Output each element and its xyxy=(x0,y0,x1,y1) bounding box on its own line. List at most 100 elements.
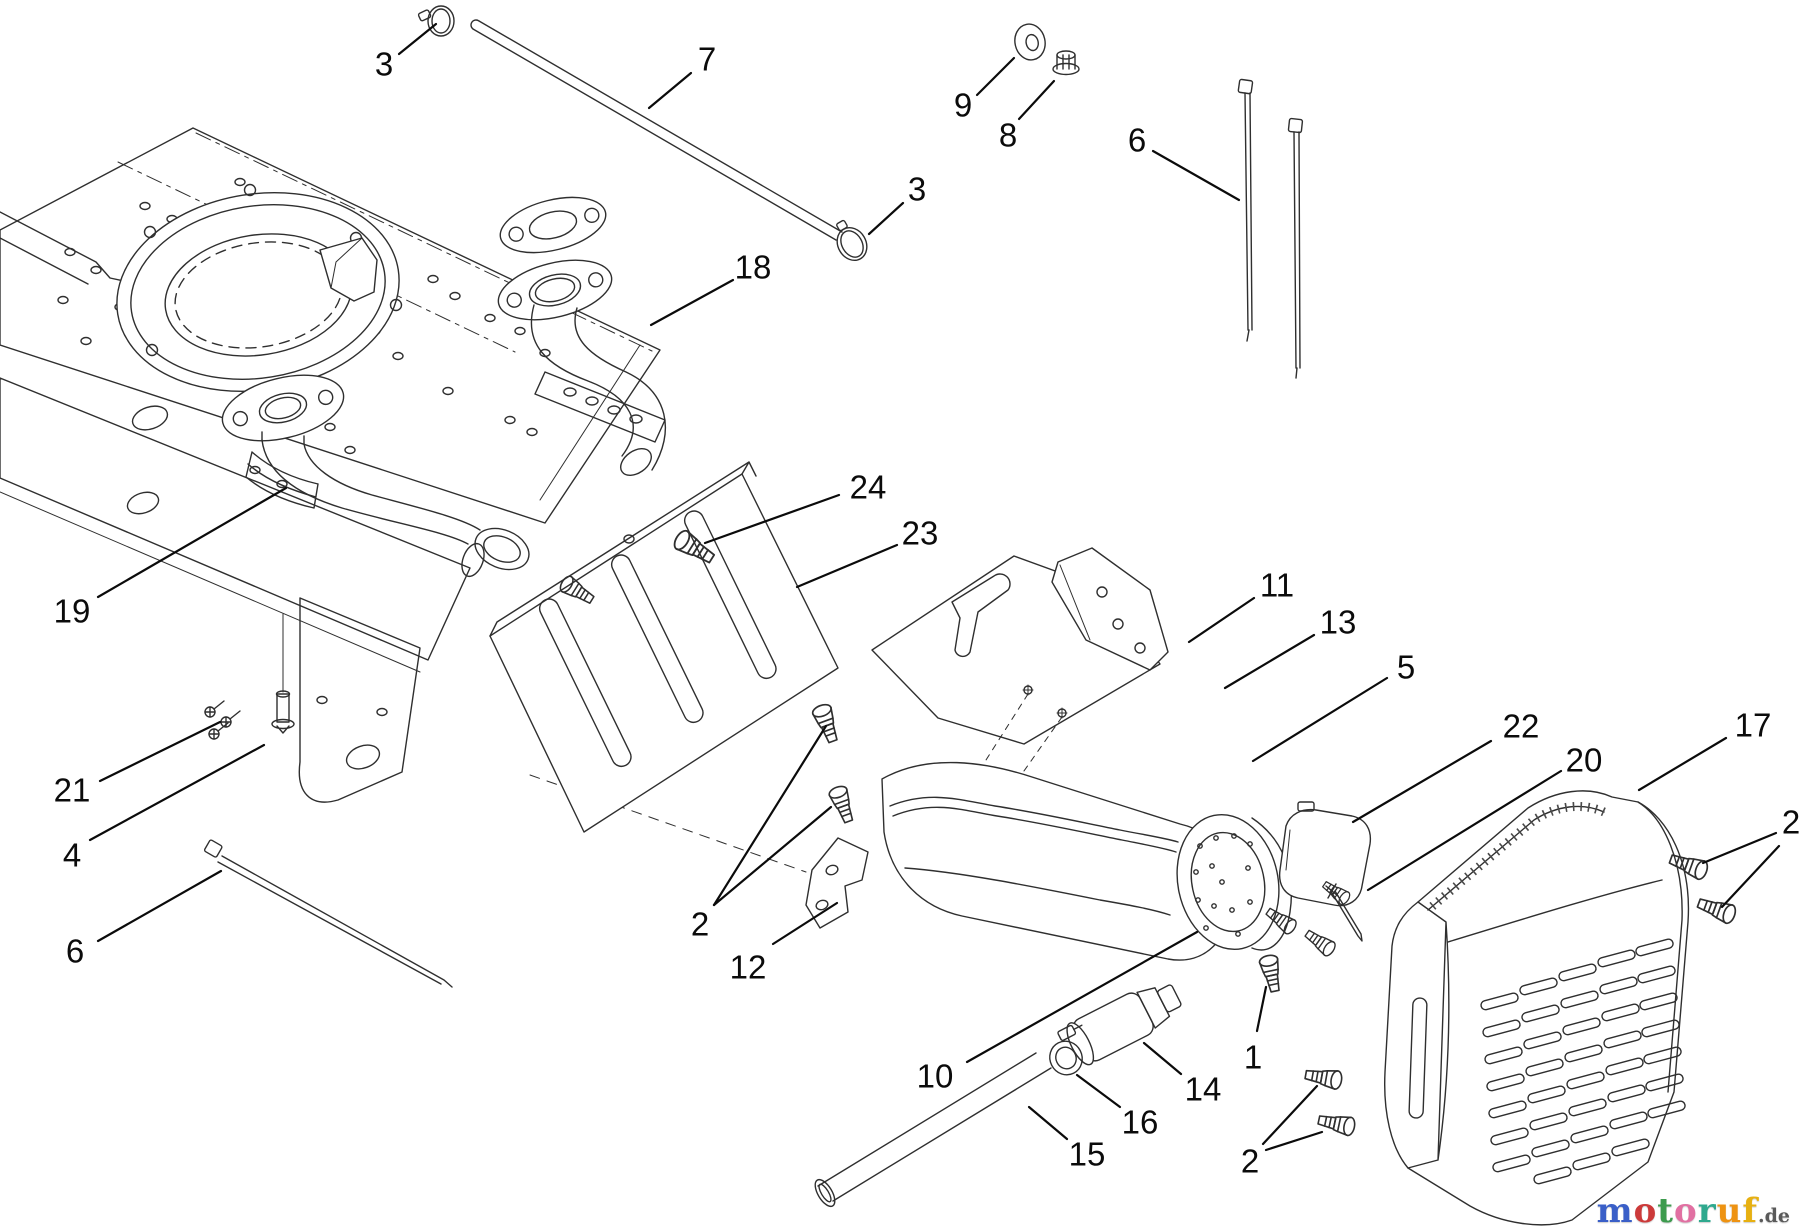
leader-line-1 xyxy=(1255,985,1268,1033)
part-label-3: 3 xyxy=(908,171,926,208)
leader-line-11 xyxy=(1187,596,1256,644)
shoulder-bolt-4 xyxy=(271,613,295,734)
clip-nuts-21 xyxy=(204,700,241,740)
part-label-13: 13 xyxy=(1320,604,1357,641)
muffler-bracket-11 xyxy=(1051,547,1169,671)
part-label-4: 4 xyxy=(63,837,81,874)
leader-line-18 xyxy=(649,278,735,327)
part-label-19: 19 xyxy=(54,593,91,630)
bolt-1 xyxy=(1257,952,1285,994)
part-label-15: 15 xyxy=(1069,1136,1106,1173)
fuel-tank-support-ring xyxy=(116,183,403,393)
part-label-7: 7 xyxy=(698,41,716,78)
watermark-letter: f xyxy=(1742,1191,1758,1231)
hose-clamp-3-bottom xyxy=(836,219,868,262)
part-label-17: 17 xyxy=(1735,707,1772,744)
leader-line-5 xyxy=(1251,676,1389,763)
leader-line-15 xyxy=(1027,1105,1069,1141)
part-label-2: 2 xyxy=(1782,804,1800,841)
leader-lines xyxy=(88,22,1781,1152)
part-label-10: 10 xyxy=(917,1058,954,1095)
cable-tie-6-a xyxy=(1237,78,1254,342)
drain-hose-15 xyxy=(814,1052,1052,1208)
leader-line-8 xyxy=(1017,79,1056,121)
motoruf-watermark: motoruf.de xyxy=(1597,1194,1790,1228)
leader-line-20 xyxy=(1366,769,1563,892)
watermark-letter: t xyxy=(1657,1191,1675,1231)
part-label-20: 20 xyxy=(1566,742,1603,779)
leader-line-2 xyxy=(1264,1130,1324,1152)
leader-line-2 xyxy=(1720,844,1781,909)
part-label-16: 16 xyxy=(1122,1104,1159,1141)
part-label-6: 6 xyxy=(66,933,84,970)
leader-line-6 xyxy=(1151,149,1241,202)
flange-nut-8 xyxy=(1052,50,1080,76)
leader-line-4 xyxy=(88,743,266,842)
watermark-letter: o xyxy=(1633,1191,1658,1231)
part-label-5: 5 xyxy=(1397,649,1415,686)
leader-line-9 xyxy=(975,56,1016,97)
part-label-14: 14 xyxy=(1185,1071,1222,1108)
part-label-2: 2 xyxy=(691,906,709,943)
leader-line-2 xyxy=(712,805,833,907)
part-label-24: 24 xyxy=(850,469,887,506)
washer-9 xyxy=(1014,23,1046,61)
bolt-24 xyxy=(557,527,719,609)
watermark-letter: o xyxy=(1674,1191,1698,1231)
hose-clamp-16 xyxy=(1049,1024,1083,1076)
part-label-3: 3 xyxy=(375,46,393,83)
part-label-1: 1 xyxy=(1244,1039,1262,1076)
watermark-letter: u xyxy=(1716,1191,1743,1231)
leader-line-2 xyxy=(1261,1084,1319,1146)
watermark-letter: m xyxy=(1596,1191,1634,1231)
frame-chassis xyxy=(0,127,807,873)
leader-line-2 xyxy=(712,724,828,907)
muffler-5 xyxy=(881,761,1293,961)
hose-clamp-3-top xyxy=(417,5,455,37)
cable-tie-6-c xyxy=(203,839,453,988)
part-label-12: 12 xyxy=(730,949,767,986)
part-label-21: 21 xyxy=(54,772,91,809)
exhaust-pipe-19 xyxy=(221,374,530,578)
bolts-2-center xyxy=(810,701,859,826)
part-label-11: 11 xyxy=(1260,567,1294,604)
part-label-2: 2 xyxy=(1241,1143,1259,1180)
leader-line-6 xyxy=(96,869,223,943)
part-label-6: 6 xyxy=(1128,122,1146,159)
leader-line-17 xyxy=(1637,736,1728,792)
leader-line-19 xyxy=(96,486,288,599)
leader-line-12 xyxy=(771,901,839,946)
heat-shield-panel-23 xyxy=(489,461,839,833)
leader-line-2 xyxy=(1701,831,1778,865)
exhaust-gasket xyxy=(499,196,607,254)
leader-line-16 xyxy=(1075,1073,1122,1109)
part-label-9: 9 xyxy=(954,87,972,124)
part-label-8: 8 xyxy=(999,117,1017,154)
heat-shield-cover-17 xyxy=(1384,790,1690,1226)
leader-line-24 xyxy=(703,493,841,545)
bolts-2-bottom xyxy=(1303,1064,1358,1138)
muffler-cap-22 xyxy=(1278,801,1372,907)
leader-line-21 xyxy=(98,720,222,783)
part-label-18: 18 xyxy=(735,249,772,286)
watermark-wordmark: motoruf xyxy=(1597,1191,1758,1231)
part-label-23: 23 xyxy=(902,515,939,552)
muffler-bracket-12 xyxy=(805,837,869,929)
cable-tie-6-b xyxy=(1287,117,1304,379)
leader-line-7 xyxy=(647,71,693,110)
leader-line-3 xyxy=(397,22,438,56)
leader-line-13 xyxy=(1223,633,1316,690)
leader-line-10 xyxy=(965,930,1199,1064)
watermark-suffix: .de xyxy=(1758,1205,1790,1227)
part-number-labels: 3 7 98 6 3 18 24 23 11 13 5 22 20 17 2 19 21 4 6 2 12 10 1 14 16… xyxy=(54,41,1800,1180)
spark-arrester-14 xyxy=(1066,984,1182,1066)
exhaust-pipe-18 xyxy=(497,259,666,476)
leader-line-23 xyxy=(795,543,899,589)
leader-line-22 xyxy=(1351,739,1493,824)
leader-line-14 xyxy=(1142,1041,1183,1076)
fuel-line-7 xyxy=(470,19,843,241)
leader-line-3 xyxy=(867,201,905,236)
part-label-22: 22 xyxy=(1503,708,1540,745)
